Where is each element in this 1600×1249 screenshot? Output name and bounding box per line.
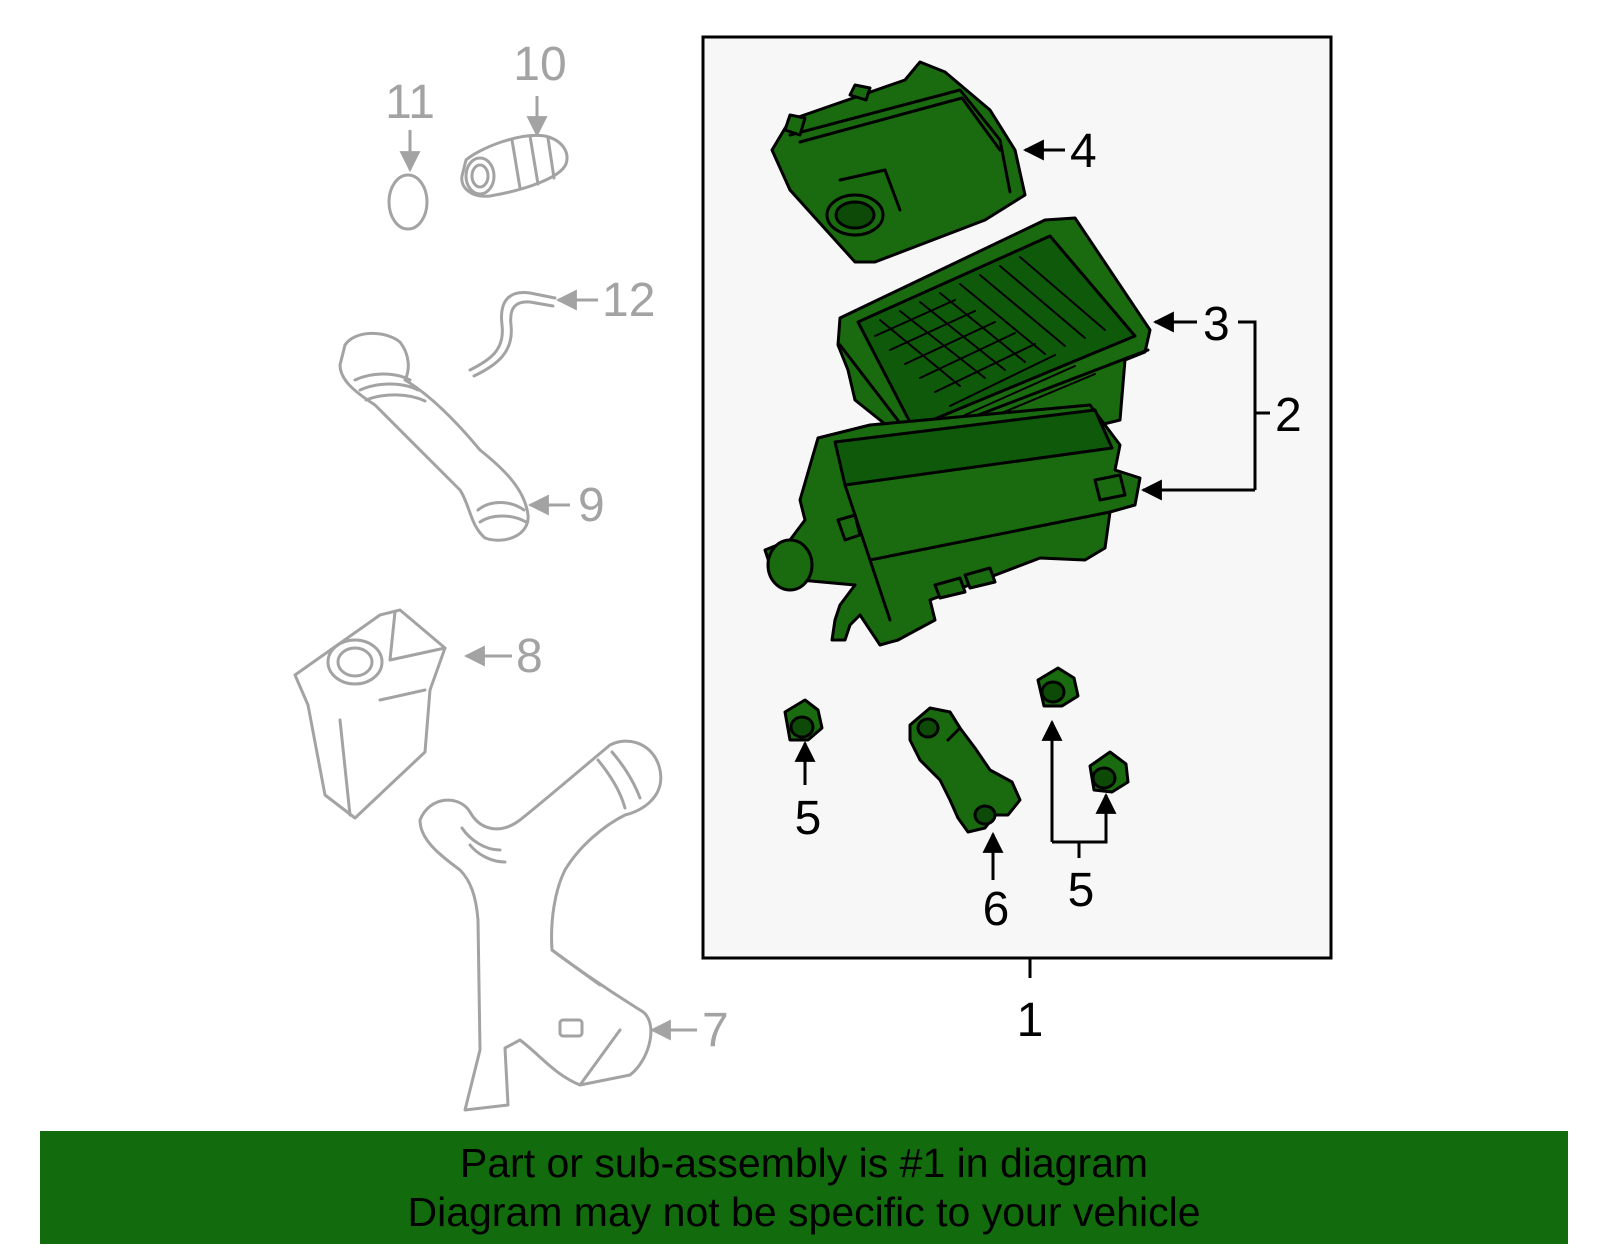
grommet-part-5-lower [1088, 750, 1130, 794]
callout-12: 12 [602, 274, 655, 327]
inlet-duct-part-7 [418, 739, 663, 1112]
leader-lines [399, 96, 1270, 1041]
info-banner: Part or sub-assembly is #1 in diagram Di… [40, 1131, 1568, 1244]
hose-part-12 [468, 290, 557, 372]
context-parts [293, 133, 663, 1112]
callout-labels: 11 10 12 9 8 7 4 3 2 5 6 5 1 [385, 38, 1302, 1057]
callout-3: 3 [1203, 298, 1230, 351]
air-cleaner-cover-part-4 [770, 60, 1027, 264]
banner-background [40, 1131, 1568, 1244]
callout-7: 7 [702, 1004, 729, 1057]
resonator-part-8 [293, 608, 447, 820]
grommet-part-5-left [783, 698, 824, 742]
callout-8: 8 [516, 630, 543, 683]
callout-2: 2 [1275, 389, 1302, 442]
callout-11: 11 [385, 76, 435, 129]
grommet-part-5-upper [1036, 666, 1080, 708]
callout-5-left: 5 [795, 792, 822, 845]
o-ring-part-11 [387, 173, 429, 231]
callout-1: 1 [1017, 994, 1044, 1047]
air-flow-sensor-part-10 [460, 133, 569, 198]
callout-9: 9 [578, 479, 605, 532]
callout-10: 10 [513, 38, 566, 91]
banner-line-2: Diagram may not be specific to your vehi… [407, 1188, 1201, 1235]
air-cleaner-housing [763, 403, 1142, 647]
callout-5-right: 5 [1068, 864, 1095, 917]
intake-duct-part-9 [338, 331, 530, 542]
highlighted-parts [763, 60, 1152, 834]
callout-6: 6 [983, 883, 1010, 936]
banner-line-1: Part or sub-assembly is #1 in diagram [459, 1139, 1149, 1186]
callout-4: 4 [1070, 125, 1097, 178]
bracket-part-6 [908, 706, 1022, 834]
